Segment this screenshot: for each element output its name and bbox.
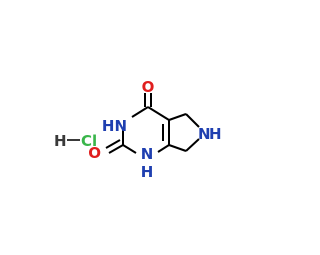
bond-c5-n6: [185, 113, 200, 128]
structure-canvas: O HN O N H N H H Cl: [54, 78, 222, 181]
bond-c7a-c7: [168, 144, 187, 152]
atom-o-left: O: [88, 144, 101, 162]
atom-o-top: O: [142, 78, 155, 96]
bond-c4-n3: [131, 106, 149, 118]
atom-n1-h: H: [141, 163, 154, 181]
atom-n1: N: [141, 145, 154, 163]
bond-c2-o: [108, 144, 124, 154]
atom-hcl-h: H: [54, 132, 67, 150]
bond-c4a-c5: [168, 113, 187, 121]
bond-c7a-n1: [157, 144, 170, 153]
bond-group: [67, 93, 200, 154]
molecule-diagram: O HN O N H N H H Cl: [54, 78, 222, 181]
atom-hcl-cl: Cl: [81, 132, 97, 150]
atom-n6: N: [198, 125, 211, 143]
atom-labels: O HN O N H N H H Cl: [54, 78, 222, 181]
bond-c2-n1: [122, 144, 137, 154]
atom-n3-h: HN: [102, 117, 127, 135]
bond-c2-o-second: [105, 139, 121, 149]
atom-n6-h: H: [209, 125, 222, 143]
bond-c7-n6: [185, 138, 200, 152]
bond-c4-c4a: [147, 106, 170, 121]
